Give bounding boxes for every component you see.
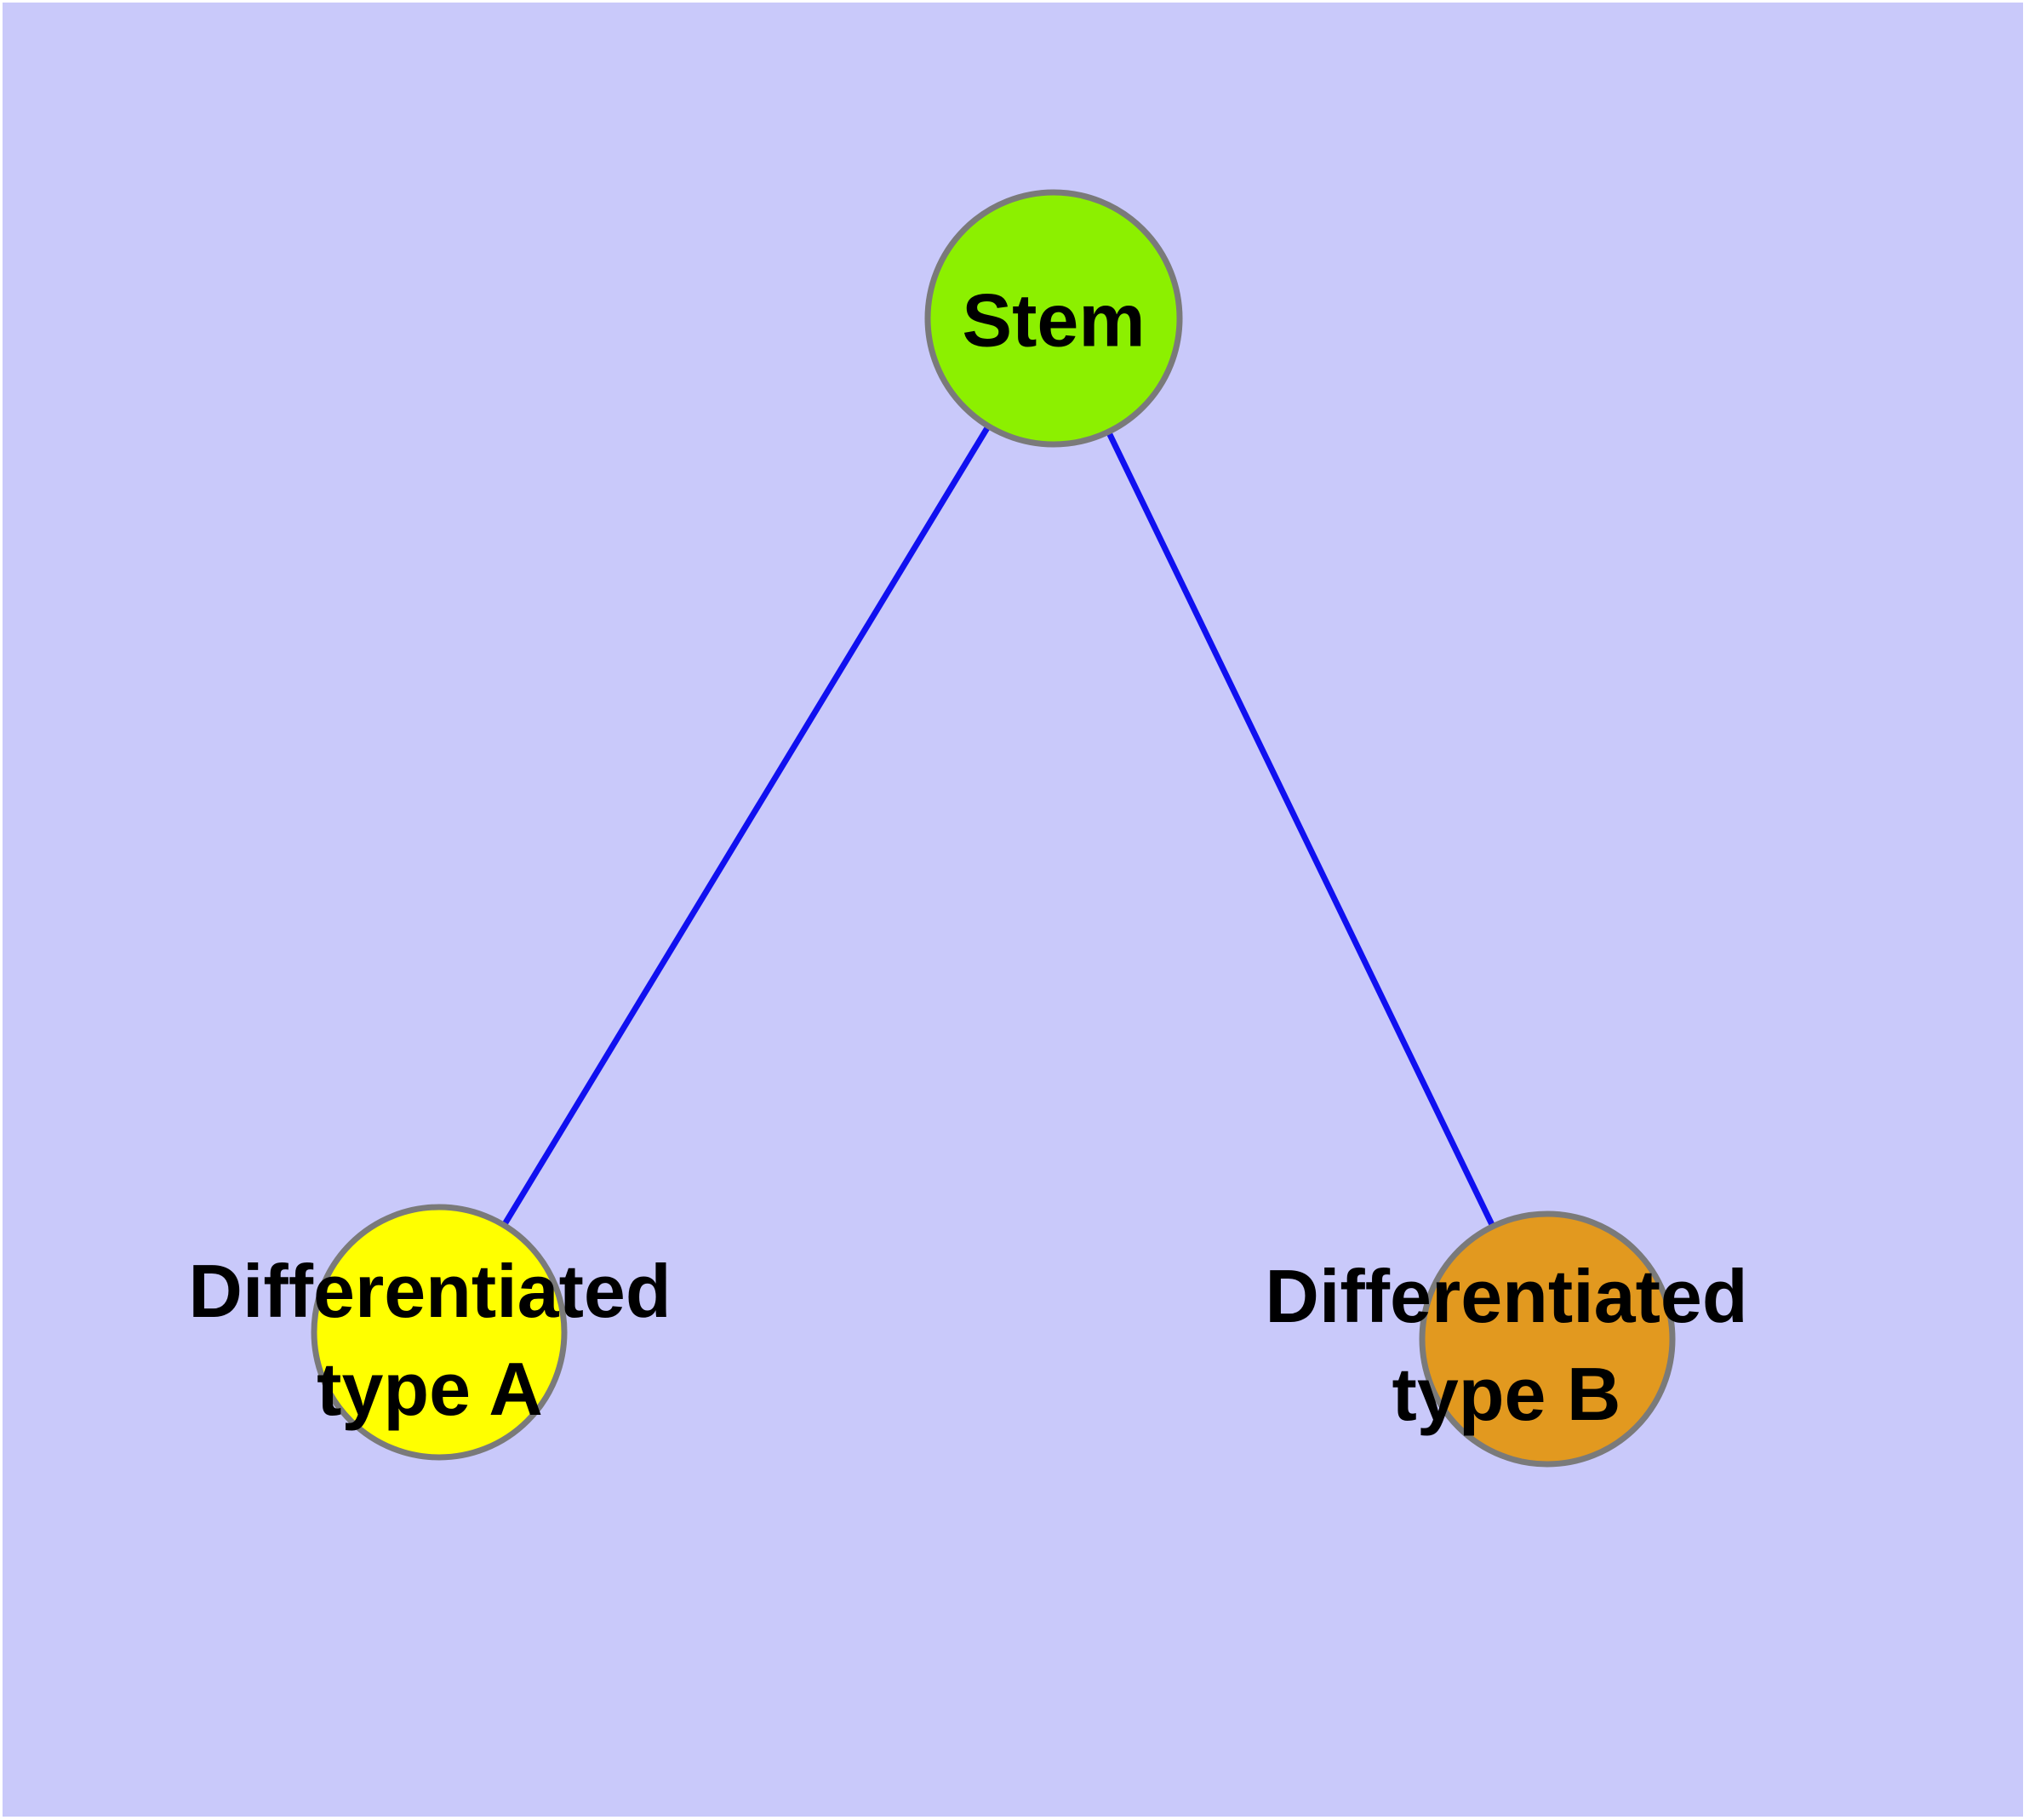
node-differentiated-type-b[interactable] [1419, 1210, 1676, 1468]
label-line-2: type A [317, 1347, 543, 1431]
node-stem[interactable] [924, 189, 1183, 448]
label-line-1: Differentiated [1265, 1254, 1748, 1338]
node-differentiated-type-a-label: Differentiated type A [188, 1242, 671, 1438]
node-differentiated-type-a[interactable] [311, 1204, 568, 1461]
node-stem-label: Stem [962, 278, 1146, 363]
label-line-2: type B [1392, 1352, 1621, 1436]
edge-stem-to-differentiated-type-b [1050, 317, 1551, 1341]
label-line-1: Differentiated [188, 1249, 672, 1333]
edge-stem-to-differentiated-type-a [437, 317, 1056, 1334]
node-differentiated-type-b-label: Differentiated type B [1265, 1247, 1747, 1443]
